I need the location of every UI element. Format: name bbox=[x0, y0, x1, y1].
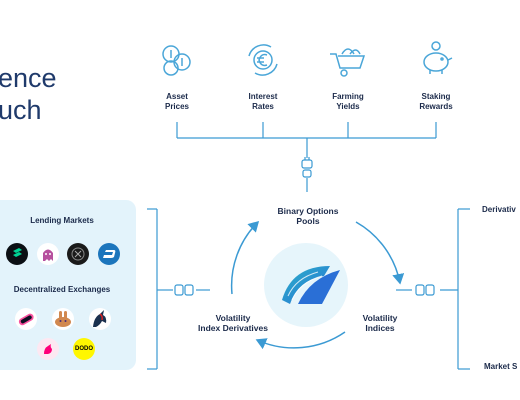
page-title: ence uch bbox=[0, 62, 57, 126]
dash-logo bbox=[97, 243, 120, 265]
coins-icon bbox=[162, 45, 191, 76]
top-bracket bbox=[176, 122, 437, 192]
left-bracket bbox=[147, 208, 210, 370]
dex-logos-row-2: DODO bbox=[30, 338, 102, 360]
pancakeswap-logo bbox=[51, 308, 74, 330]
title-line-1: ence bbox=[0, 63, 57, 93]
node-volatility-index-derivatives: Volatility Index Derivatives bbox=[198, 313, 268, 333]
sushiswap-logo bbox=[15, 308, 38, 330]
right-bracket bbox=[396, 208, 470, 370]
yearn-logo bbox=[67, 243, 90, 265]
lending-logos bbox=[2, 243, 124, 265]
source-interest-rates bbox=[241, 40, 285, 85]
dex-logos-row-1 bbox=[8, 308, 118, 330]
wheelbarrow-icon bbox=[330, 48, 366, 77]
aave-ghost-logo bbox=[36, 243, 59, 265]
source-asset-prices-label: Asset Prices bbox=[164, 92, 190, 111]
right-label-bottom: Market S bbox=[484, 362, 518, 371]
1inch-unicorn-logo bbox=[88, 308, 111, 330]
plug-connector-right bbox=[415, 284, 435, 296]
node-binary-options-pools: Binary Options Pools bbox=[277, 206, 339, 226]
cycle-arrows bbox=[230, 220, 405, 350]
source-farming-yields-label: Farming Yields bbox=[332, 92, 364, 111]
right-label-top: Derivativ bbox=[482, 205, 516, 214]
source-staking-rewards bbox=[414, 38, 458, 83]
piggy-bank-icon bbox=[423, 41, 453, 74]
dodo-logo: DODO bbox=[73, 338, 95, 360]
source-farming-yields bbox=[326, 40, 370, 85]
plug-connector-left bbox=[174, 284, 194, 296]
plug-connector-top bbox=[301, 157, 313, 178]
lending-markets-title: Lending Markets bbox=[30, 216, 94, 225]
source-asset-prices bbox=[155, 40, 199, 85]
title-line-2: uch bbox=[0, 95, 42, 125]
source-staking-rewards-label: Staking Rewards bbox=[419, 92, 453, 111]
uniswap-logo bbox=[37, 338, 59, 360]
node-volatility-indices: Volatility Indices bbox=[362, 313, 398, 333]
euro-exchange-icon bbox=[248, 44, 278, 76]
source-interest-rates-label: Interest Rates bbox=[248, 92, 278, 111]
compound-logo bbox=[6, 243, 29, 265]
decentralized-exchanges-title: Decentralized Exchanges bbox=[13, 285, 111, 294]
integrations-panel bbox=[0, 200, 136, 370]
center-logo bbox=[264, 243, 348, 327]
